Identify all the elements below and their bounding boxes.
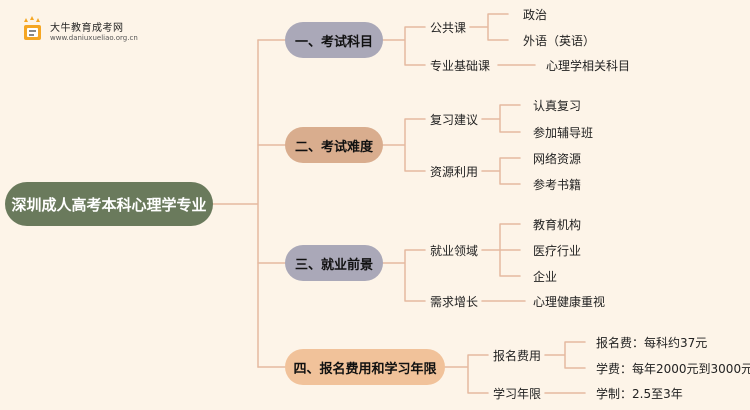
sub-study-duration: 学习年限: [493, 387, 542, 401]
connector-b4: [444, 354, 489, 394]
leaf-careful-review: 认真复习: [533, 99, 582, 113]
sub-public-courses: 公共课: [430, 21, 467, 35]
connector-b3: [382, 249, 426, 302]
root-node: 深圳成人高考本科心理学专业: [5, 182, 213, 226]
leaf-medical-industry: 医疗行业: [533, 244, 582, 258]
leaf-online-resources: 网络资源: [533, 152, 582, 166]
connector-root-trunk: [212, 39, 259, 368]
connector-b1-c1: [469, 13, 509, 41]
connector-b2: [382, 118, 426, 172]
sub-employment-fields: 就业领域: [430, 244, 479, 258]
connector-b2-c2: [481, 157, 521, 185]
connector-b3-c1: [481, 223, 521, 277]
logo-icon: [24, 16, 41, 40]
connector-b1: [382, 26, 426, 66]
logo-name: 大牛教育成考网: [50, 23, 124, 34]
sub-major-basics: 专业基础课: [430, 59, 491, 73]
leaf-program-length: 学制：2.5至3年: [596, 387, 683, 401]
leaf-psychology-subjects: 心理学相关科目: [546, 59, 631, 73]
connector-b4-c1: [544, 341, 586, 369]
leaf-foreign-language: 外语（英语）: [523, 34, 596, 48]
branch-fees-duration: 四、报名费用和学习年限: [285, 349, 445, 385]
leaf-politics: 政治: [523, 8, 548, 22]
sub-resource-use: 资源利用: [430, 165, 479, 179]
branch-exam-difficulty: 二、考试难度: [285, 127, 383, 163]
sub-demand-growth: 需求增长: [430, 295, 479, 309]
leaf-education-institutions: 教育机构: [533, 218, 582, 232]
logo-url: www.daniuxueliao.org.cn: [50, 34, 138, 42]
leaf-mental-health: 心理健康重视: [533, 295, 606, 309]
leaf-tuition-fee: 学费：每年2000元到3000元: [596, 362, 750, 376]
connector-b2-c1: [481, 104, 521, 133]
sub-review-advice: 复习建议: [430, 113, 479, 127]
leaf-enterprises: 企业: [533, 270, 558, 284]
branch-exam-subjects: 一、考试科目: [285, 22, 383, 58]
sub-fees: 报名费用: [493, 349, 542, 363]
branch-employment: 三、就业前景: [285, 245, 383, 281]
leaf-reference-books: 参考书籍: [533, 178, 582, 192]
leaf-registration-fee: 报名费：每科约37元: [596, 336, 708, 350]
leaf-tutoring-class: 参加辅导班: [533, 126, 594, 140]
